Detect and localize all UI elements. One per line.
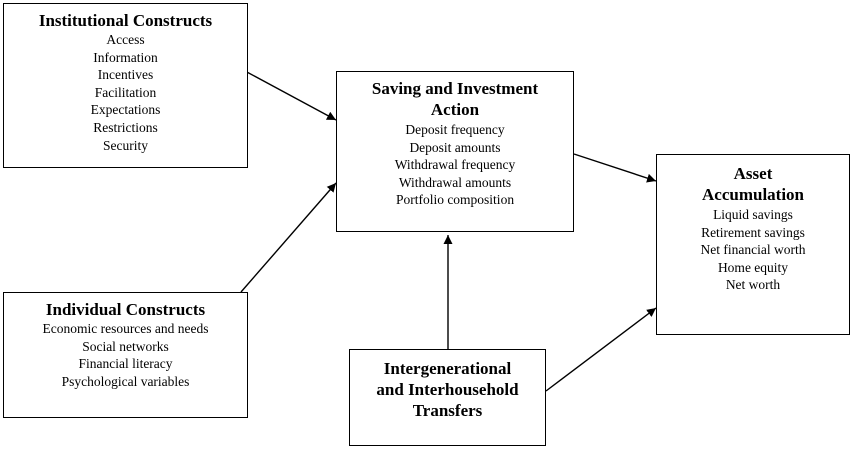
arrow-transfers-to-asset: [545, 307, 657, 392]
individual-constructs-title: Individual Constructs: [45, 300, 206, 319]
asset-accumulation-box: Asset Accumulation Liquid savings Retire…: [656, 154, 850, 335]
arrow-individual-to-saving: [240, 182, 337, 293]
institutional-item: Information: [93, 49, 158, 65]
individual-item: Financial literacy: [78, 356, 173, 372]
institutional-item: Security: [103, 137, 148, 153]
arrow-institutional-to-saving: [244, 70, 337, 121]
institutional-item: Access: [106, 32, 145, 47]
asset-item: Net worth: [725, 277, 781, 293]
asset-accumulation-title-line1: Asset: [733, 164, 773, 183]
institutional-constructs-title: Institutional Constructs: [38, 11, 213, 30]
institutional-constructs-box: Institutional Constructs Access Informat…: [3, 3, 248, 168]
transfers-title-line3: Transfers: [412, 401, 483, 420]
individual-item: Psychological variables: [61, 373, 190, 389]
asset-item: Liquid savings: [713, 207, 793, 222]
transfers-box: Intergenerational and Interhousehold Tra…: [349, 349, 546, 446]
saving-investment-box: Saving and Investment Action Deposit fre…: [336, 71, 574, 232]
asset-item: Net financial worth: [700, 242, 806, 258]
individual-constructs-box: Individual Constructs Economic resources…: [3, 292, 248, 418]
saving-item: Withdrawal amounts: [398, 174, 512, 190]
individual-item: Economic resources and needs: [42, 321, 209, 336]
asset-accumulation-title-line2: Accumulation: [702, 185, 804, 204]
transfers-title-line1: Intergenerational: [383, 359, 512, 378]
saving-item: Deposit amounts: [409, 139, 501, 155]
institutional-item: Incentives: [97, 67, 154, 83]
asset-item: Home equity: [717, 259, 789, 275]
individual-item: Social networks: [82, 338, 169, 354]
institutional-item: Expectations: [90, 102, 161, 118]
arrow-saving-to-asset: [573, 153, 657, 183]
institutional-item: Restrictions: [93, 119, 158, 135]
saving-item: Deposit frequency: [405, 122, 505, 137]
saving-item: Portfolio composition: [395, 192, 515, 208]
transfers-title-line2: and Interhousehold: [376, 380, 519, 399]
saving-investment-title-line2: Action: [430, 100, 480, 119]
saving-item: Withdrawal frequency: [394, 157, 516, 173]
asset-item: Retirement savings: [701, 224, 805, 240]
saving-investment-title-line1: Saving and Investment: [371, 79, 539, 98]
institutional-item: Facilitation: [94, 84, 157, 100]
